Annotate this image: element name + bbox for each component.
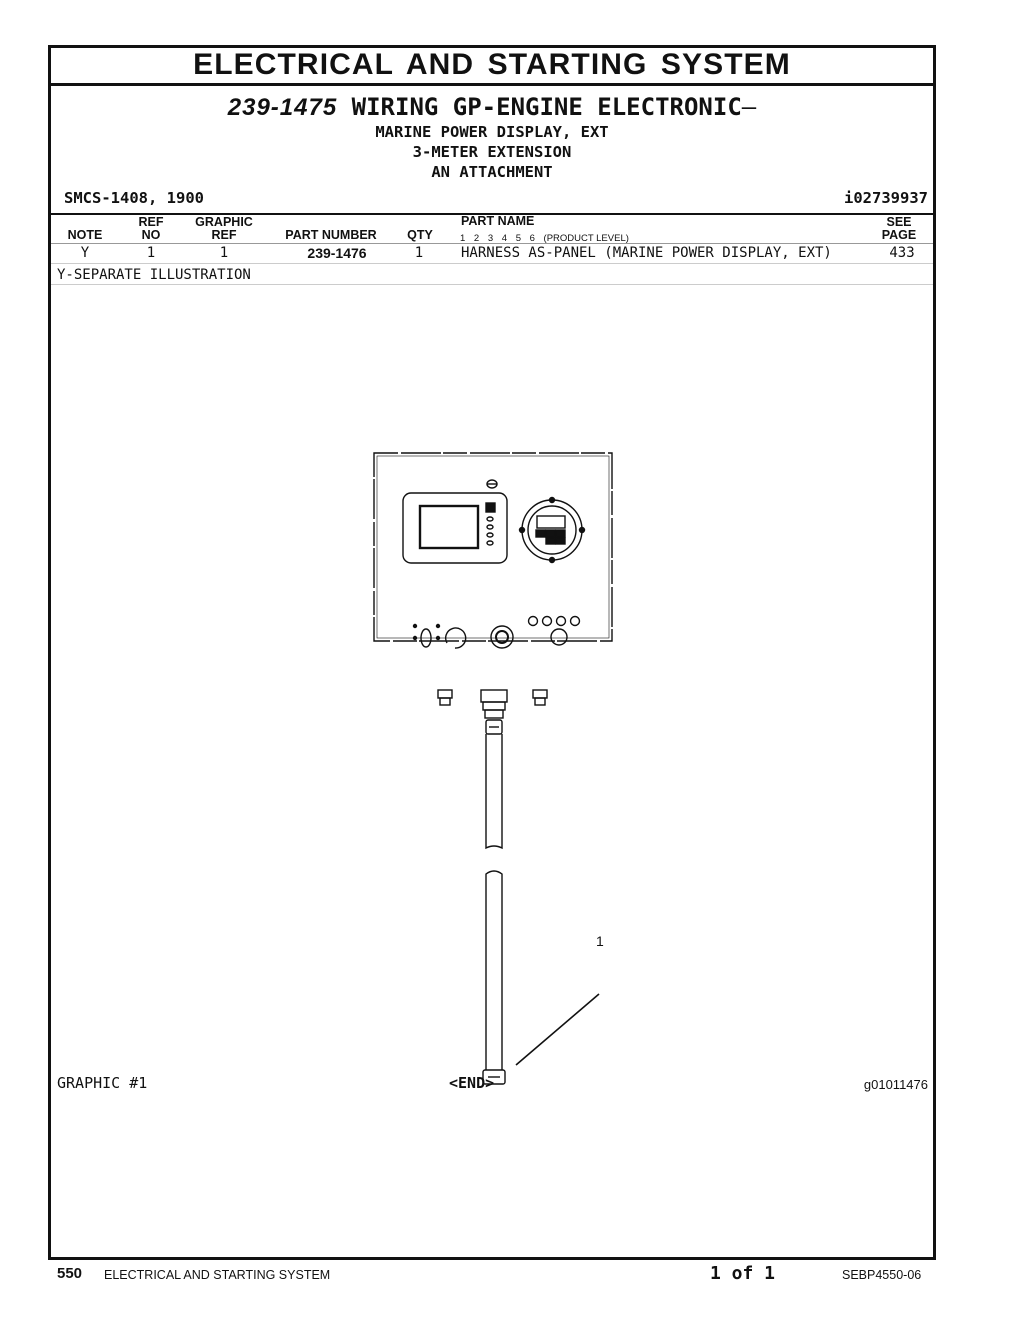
cable-upper [485,734,503,850]
panel-box [373,452,613,642]
heading-subtitle-3: AN ATTACHMENT [431,163,553,181]
row-part-number: 239-1476 [307,245,367,261]
row-graphic-ref: 1 [219,245,229,261]
heading-subtitle-1: MARINE POWER DISPLAY, EXT [375,123,609,141]
cable-lower [485,870,503,1070]
section-title-bar: ELECTRICAL AND STARTING SYSTEM [51,48,933,86]
heading-subtitle-2: 3-METER EXTENSION [412,143,572,161]
row-ref-no: 1 [146,245,156,261]
display-screen [418,504,480,550]
note-text: Y-SEPARATE ILLUSTRATION [57,267,251,283]
harness-illustration [373,452,613,1085]
heading-dash: — [741,93,757,121]
graphic-id: g01011476 [863,1077,928,1092]
divider [51,284,933,285]
end-marker: <END> [449,1074,495,1092]
heading-part-number: 239-1475 [227,94,338,121]
info-id: i02739937 [844,189,928,207]
smcs-codes: SMCS-1408, 1900 [64,189,204,207]
row-part-name: HARNESS AS-PANEL (MARINE POWER DISPLAY, … [461,245,832,261]
footer-section-title: ELECTRICAL AND STARTING SYSTEM [104,1268,331,1282]
row-see-page: 433 [889,245,915,261]
smcs-row: SMCS-1408, 1900 i02739937 [51,188,933,215]
footer-page-of: 1 of 1 [710,1263,776,1284]
harness-connector [480,689,508,703]
heading-title: WIRING GP-ENGINE ELECTRONIC [351,93,742,121]
col-qty: QTY [407,228,433,242]
part-heading: 239-1475 WIRING GP-ENGINE ELECTRONIC— MA… [51,93,933,182]
page-frame: ELECTRICAL AND STARTING SYSTEM 239-1475 … [48,45,936,1260]
graphic-label: GRAPHIC #1 [57,1074,148,1092]
callout-1: 1 [596,933,604,949]
col-part-number: PART NUMBER [285,228,377,242]
row-note: Y [80,245,90,261]
display-housing [402,492,508,564]
footer-page-number: 550 [57,1265,83,1282]
row-qty: 1 [414,245,424,261]
footer-doc-id: SEBP4550-06 [842,1268,922,1282]
heading-line: 239-1475 WIRING GP-ENGINE ELECTRONIC— [51,93,933,122]
product-levels: 1 2 3 4 5 6 (PRODUCT LEVEL) [460,233,629,244]
col-note: NOTE [67,228,103,242]
section-title: ELECTRICAL AND STARTING SYSTEM [193,48,791,81]
table-row: Y 1 1 239-1476 1 HARNESS AS-PANEL (MARIN… [51,244,933,264]
col-part-name: PART NAME [461,214,535,228]
